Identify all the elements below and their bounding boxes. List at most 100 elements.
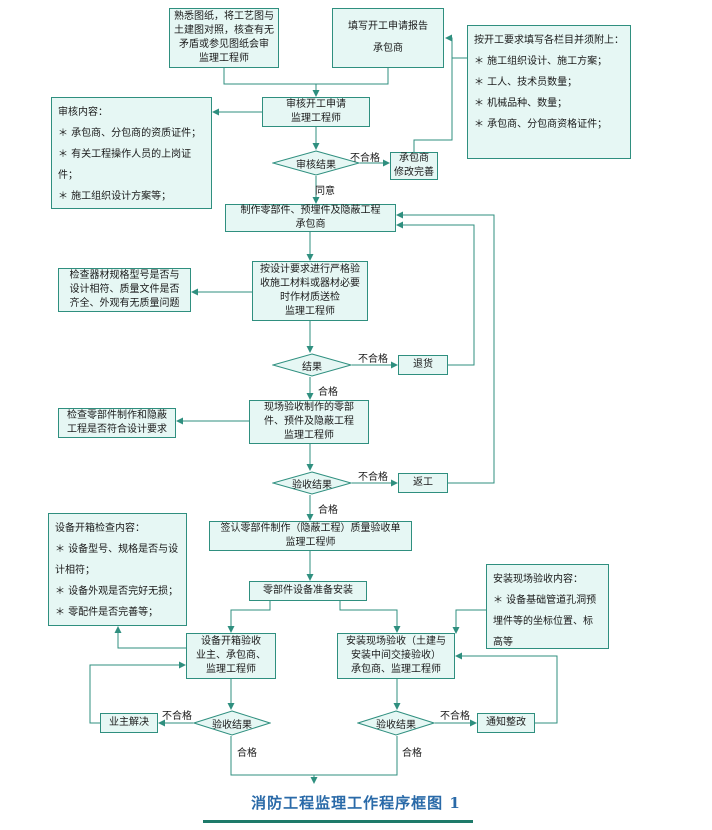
- box-line: 监理工程师: [206, 664, 256, 675]
- review-content-box: 审核内容： ＊ 承包商、分包商的资质证件； ＊ 有关工程操作人员的上岗证件； ＊…: [51, 97, 212, 209]
- box-line: 审核内容：: [58, 107, 108, 118]
- connector-line: [455, 652, 558, 724]
- edge-label-reject: 不合格: [162, 711, 192, 722]
- box-line: ＊ 设备外观是否完好无损；: [55, 586, 179, 597]
- box-line: ＊ 施工组织设计、施工方案；: [474, 56, 608, 67]
- start-report-box: 填写开工申请报告 承包商: [332, 8, 444, 68]
- diamond-shape: [272, 150, 360, 176]
- decision-review-result: 审核结果: [272, 150, 360, 176]
- edge-label-pass: 合格: [318, 387, 338, 398]
- box-line: 承包商: [373, 43, 403, 54]
- connector-line: [339, 601, 401, 633]
- edge-label-pass: 合格: [237, 748, 257, 759]
- box-line: 承包商: [295, 219, 326, 230]
- connector-line: [445, 34, 467, 59]
- box-line: ＊ 设备基础管道孔洞预埋件等的坐标位置、标高等: [493, 595, 597, 648]
- box-line: 检查器材规格型号是否与: [69, 270, 180, 281]
- return-goods-box: 退货: [398, 355, 448, 375]
- box-line: 返工: [413, 477, 433, 488]
- diamond-shape: [193, 710, 271, 736]
- connector-line: [315, 68, 389, 96]
- decision-label: 验收结果: [212, 719, 252, 731]
- box-line: 设备开箱验收: [201, 636, 261, 647]
- inspect-materials-box: 按设计要求进行严格验 收施工材料或器材必要 时作材质送检 监理工程师: [252, 261, 368, 321]
- box-line: ＊ 有关工程操作人员的上岗证件；: [58, 149, 192, 181]
- box-line: 填写开工申请报告: [348, 21, 428, 32]
- box-line: 签认零部件制作（隐蔽工程）质量验收单: [220, 523, 401, 534]
- box-line: 土建图对照，核查有无: [174, 25, 274, 36]
- diamond-shape: [357, 710, 435, 736]
- connector-line: [227, 601, 271, 633]
- box-line: 监理工程师: [291, 113, 341, 124]
- box-line: ＊ 机械品种、数量；: [474, 98, 568, 109]
- owner-solve-box: 业主解决: [100, 713, 158, 733]
- diamond-shape: [272, 353, 352, 377]
- edge-label-reject: 不合格: [358, 354, 388, 365]
- connector-line: [452, 609, 486, 634]
- connector-line: [314, 736, 398, 776]
- decision-label: 验收结果: [292, 479, 332, 491]
- box-line: 设计相符、质量文件是否: [69, 284, 180, 295]
- check-materials-box: 检查器材规格型号是否与 设计相符、质量文件是否 齐全、外观有无质量问题: [58, 268, 191, 312]
- edge-label-agree: 同意: [315, 186, 335, 197]
- box-line: 监理工程师: [285, 537, 336, 548]
- connector-line: [89, 661, 186, 724]
- install-content-box: 安装现场验收内容： ＊ 设备基础管道孔洞预埋件等的坐标位置、标高等: [486, 564, 609, 649]
- box-line: ＊ 零配件是否完善等；: [55, 607, 159, 618]
- study-drawings-box: 熟悉图纸，将工艺图与 土建图对照，核查有无 矛盾或参见图纸会审 监理工程师: [169, 8, 279, 68]
- edge-label-pass: 合格: [402, 748, 422, 759]
- title-underline: [203, 820, 473, 823]
- box-line: 零部件设备准备安装: [263, 585, 353, 596]
- edge-label-reject: 不合格: [358, 472, 388, 483]
- box-line: 监理工程师: [284, 430, 334, 441]
- decision-label: 验收结果: [376, 719, 416, 731]
- box-line: 退货: [413, 359, 433, 370]
- box-line: 业主解决: [109, 717, 149, 728]
- decision-material-result: 结果: [272, 353, 352, 377]
- box-line: 监理工程师: [285, 306, 335, 317]
- edge-label-reject: 不合格: [350, 153, 380, 164]
- box-line: 矛盾或参见图纸会审: [179, 39, 269, 50]
- box-line: ＊ 承包商、分包商资格证件；: [474, 119, 608, 130]
- box-line: 安装现场验收（土建与: [346, 636, 446, 647]
- check-parts-box: 检查零部件制作和隐蔽 工程是否符合设计要求: [58, 408, 176, 438]
- edge-label-pass: 合格: [318, 505, 338, 516]
- box-line: 按开工要求填写各栏目并须附上：: [474, 35, 624, 46]
- contractor-revise-box: 承包商 修改完善: [390, 152, 438, 180]
- box-line: 齐全、外观有无质量问题: [69, 298, 180, 309]
- box-line: 承包商、监理工程师: [351, 664, 441, 675]
- box-line: 修改完善: [394, 167, 434, 178]
- box-line: 业主、承包商、: [196, 650, 266, 661]
- box-line: ＊ 承包商、分包商的资质证件；: [58, 128, 202, 139]
- confirm-form-box: 签认零部件制作（隐蔽工程）质量验收单 监理工程师: [209, 521, 412, 551]
- site-inspect-box: 现场验收制作的零部 件、预件及隐蔽工程 监理工程师: [249, 400, 369, 444]
- prepare-install-box: 零部件设备准备安装: [249, 581, 367, 601]
- box-line: 收施工材料或器材必要: [260, 278, 360, 289]
- fabricate-box: 制作零部件、预埋件及隐蔽工程 承包商: [225, 204, 396, 232]
- box-line: 件、预件及隐蔽工程: [264, 416, 354, 427]
- connector-line: [230, 736, 314, 776]
- connector-line: [396, 221, 475, 366]
- decision-unpack-result: 验收结果: [193, 710, 271, 736]
- connector-line: [223, 68, 320, 97]
- box-line: 设备开箱检查内容：: [55, 523, 145, 534]
- box-line: 工程是否符合设计要求: [67, 424, 167, 435]
- box-line: 按设计要求进行严格验: [260, 264, 360, 275]
- decision-install-result: 验收结果: [357, 710, 435, 736]
- rework-box: 返工: [398, 473, 448, 493]
- box-line: 安装现场验收内容：: [493, 574, 583, 585]
- notify-fix-box: 通知整改: [477, 713, 535, 733]
- diamond-shape: [272, 471, 352, 495]
- box-line: 审核开工申请: [286, 99, 346, 110]
- box-line: 监理工程师: [199, 53, 249, 64]
- unpack-content-box: 设备开箱检查内容： ＊ 设备型号、规格是否与设计相符； ＊ 设备外观是否完好无损…: [48, 513, 187, 626]
- edge-label-reject: 不合格: [440, 711, 470, 722]
- box-line: ＊ 设备型号、规格是否与设计相符；: [55, 544, 179, 576]
- install-check-box: 安装现场验收（土建与 安装中间交接验收） 承包商、监理工程师: [337, 633, 455, 679]
- decision-label: 结果: [302, 361, 322, 373]
- box-line: 安装中间交接验收）: [351, 650, 441, 661]
- unpack-check-box: 设备开箱验收 业主、承包商、 监理工程师: [186, 633, 276, 679]
- start-requirements-box: 按开工要求填写各栏目并须附上： ＊ 施工组织设计、施工方案； ＊ 工人、技术员数…: [467, 25, 631, 159]
